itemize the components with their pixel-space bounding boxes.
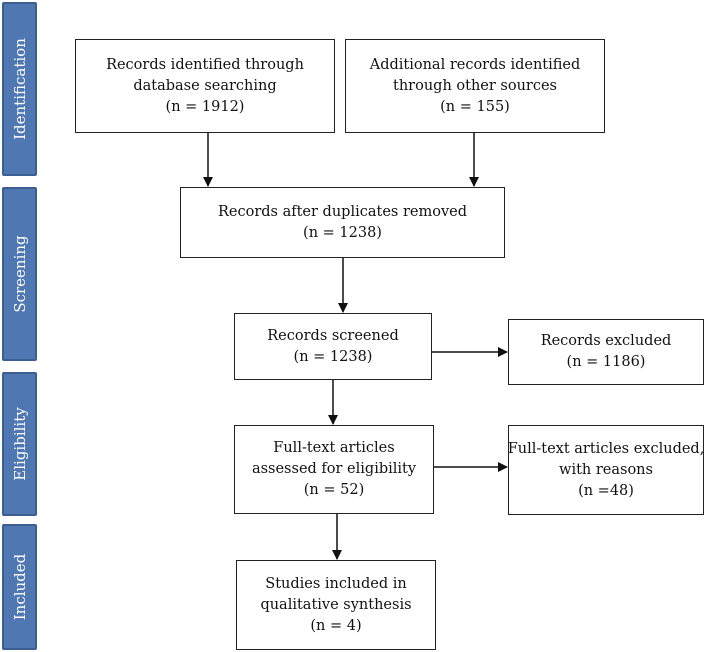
box-database-records-line-2: database searching (133, 77, 277, 94)
box-studies-included-line-1: Studies included in (265, 575, 407, 592)
box-records-excluded-line-1: Records excluded (540, 333, 672, 349)
box-other-sources-line-3: (n = 155) (440, 98, 510, 115)
box-fulltext-excluded-line-2: with reasons (559, 461, 653, 478)
box-fulltext-excluded: Full-text articles excluded, with reason… (508, 425, 704, 515)
box-fulltext-assessed-line-1: Full-text articles (273, 440, 395, 456)
box-other-sources-line-1: Additional records identified (369, 56, 581, 73)
box-after-duplicates: Records after duplicates removed (n = 12… (180, 187, 505, 258)
box-records-excluded: Records excluded (n = 1186) (508, 319, 704, 385)
box-after-duplicates-line-2: (n = 1238) (303, 224, 382, 241)
stage-included-label: Included (10, 553, 29, 621)
stage-screening-label: Screening (10, 235, 29, 313)
box-fulltext-excluded-line-3: (n =48) (578, 482, 634, 499)
box-database-records: Records identified through database sear… (75, 39, 335, 133)
box-database-records-line-3: (n = 1912) (165, 98, 245, 115)
box-fulltext-assessed-line-2: assessed for eligibility (251, 461, 417, 477)
box-records-excluded-line-2: (n = 1186) (566, 354, 646, 370)
stage-included: Included (2, 524, 37, 650)
box-other-sources: Additional records identified through ot… (345, 39, 605, 133)
box-fulltext-assessed-line-3: (n = 52) (303, 482, 365, 498)
box-database-records-line-1: Records identified through (106, 56, 304, 73)
box-after-duplicates-line-1: Records after duplicates removed (217, 203, 468, 220)
box-records-screened-line-2: (n = 1238) (293, 348, 373, 365)
box-records-screened: Records screened (n = 1238) (234, 313, 432, 380)
box-other-sources-line-2: through other sources (393, 77, 557, 94)
stage-identification: Identification (2, 2, 37, 176)
box-records-screened-line-1: Records screened (267, 327, 399, 344)
stage-identification-label: Identification (10, 38, 29, 140)
box-studies-included-line-2: qualitative synthesis (260, 596, 412, 613)
box-studies-included-line-3: (n = 4) (310, 617, 362, 634)
box-fulltext-assessed: Full-text articles assessed for eligibil… (234, 425, 434, 514)
stage-screening: Screening (2, 187, 37, 361)
box-studies-included: Studies included in qualitative synthesi… (236, 560, 436, 650)
box-fulltext-excluded-line-1: Full-text articles excluded, (507, 440, 705, 457)
stage-eligibility-label: Eligibility (10, 407, 29, 481)
stage-eligibility: Eligibility (2, 372, 37, 516)
